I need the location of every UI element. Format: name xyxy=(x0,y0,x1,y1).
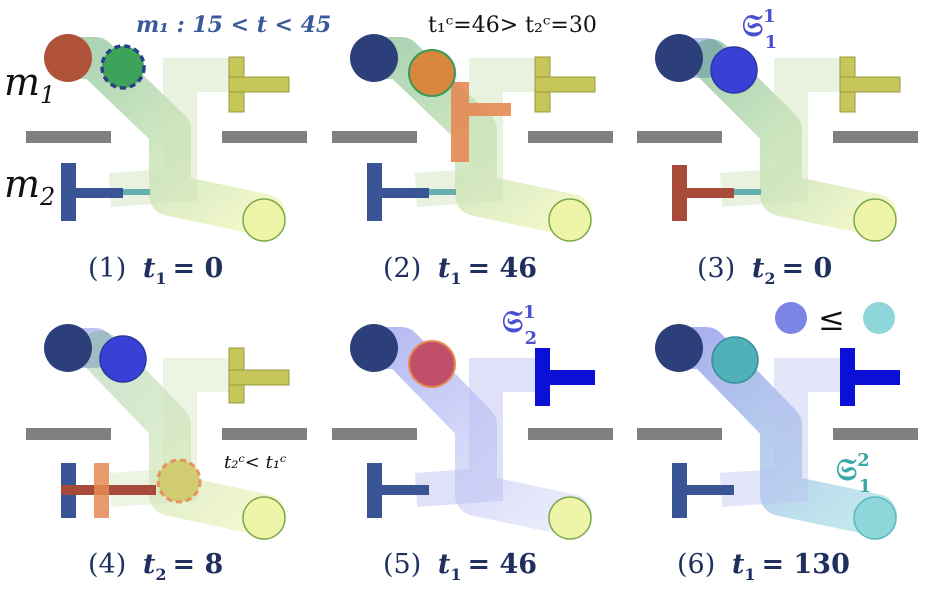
panel-3 xyxy=(637,34,918,242)
robot-m1-start xyxy=(655,34,703,82)
robot-m1-current xyxy=(99,335,147,383)
caption-panel-3: (3) t2= 0 xyxy=(697,253,832,288)
wall-left xyxy=(637,131,722,143)
panel-1 xyxy=(26,34,307,242)
t-goal-top xyxy=(228,56,290,113)
svg-text:(6) t1= 130: (6) t1= 130 xyxy=(677,549,850,584)
t-conflict-orange xyxy=(451,82,511,162)
window-annotation: m₁ : 15 < t < 45 xyxy=(136,12,331,38)
goal-circle-teal xyxy=(853,496,897,540)
wall-right xyxy=(222,131,307,143)
wall-left xyxy=(332,428,417,440)
panel-6 xyxy=(637,302,918,540)
t-goal-top-blue xyxy=(840,348,900,406)
t-goal-top-blue xyxy=(535,348,595,406)
goal-circle xyxy=(548,496,592,540)
order-right-circle xyxy=(863,302,895,334)
robot-m1-current xyxy=(408,340,456,388)
label-m1: m1 xyxy=(4,60,55,109)
svg-text:(2) t1= 46: (2) t1= 46 xyxy=(383,253,537,288)
compare-annotation: t₁ᶜ=46> t₂ᶜ=30 xyxy=(428,13,597,38)
compare-p4-annotation: t₂ᶜ< t₁ᶜ xyxy=(224,452,286,473)
t-goal-bottom-rust xyxy=(672,165,734,221)
robot-m1-start xyxy=(350,324,398,372)
t-goal-bottom xyxy=(61,463,156,518)
wall-right xyxy=(833,428,918,440)
caption-panel-4: (4) t2= 8 xyxy=(88,549,223,584)
wall-left xyxy=(637,428,722,440)
svg-text:(5) t1= 46: (5) t1= 46 xyxy=(383,549,537,584)
svg-text:(3) t2= 0: (3) t2= 0 xyxy=(697,253,832,288)
robot-m1-start xyxy=(44,34,92,82)
t-goal-top xyxy=(839,56,901,113)
goal-circle xyxy=(242,496,286,540)
wall-left xyxy=(26,428,111,440)
conflict-circle xyxy=(156,458,202,504)
wall-left xyxy=(26,131,111,143)
robot-m1-current xyxy=(408,49,456,97)
caption-panel-2: (2) t1= 46 xyxy=(383,253,537,288)
panel-4 xyxy=(26,324,307,540)
goal-circle xyxy=(242,198,286,242)
order-left-circle xyxy=(775,302,807,334)
t-goal-bottom xyxy=(367,463,429,518)
t-goal-top xyxy=(534,56,596,113)
wall-right xyxy=(833,131,918,143)
order-symbol: ≤ xyxy=(818,300,845,338)
caption-panel-1: (1) t1= 0 xyxy=(88,253,223,288)
t-goal-bottom xyxy=(61,163,123,221)
wall-left xyxy=(332,131,417,143)
robot-m1-target xyxy=(100,44,146,90)
wall-right xyxy=(528,131,613,143)
robot-m1-current xyxy=(711,336,759,384)
robot-m1-current xyxy=(710,46,758,94)
label-m2: m2 xyxy=(4,162,55,211)
wall-right xyxy=(528,428,613,440)
panel-2 xyxy=(332,34,613,242)
caption-panel-6: (6) t1= 130 xyxy=(677,549,850,584)
wall-right xyxy=(222,428,307,440)
svg-text:(4) t2= 8: (4) t2= 8 xyxy=(88,549,223,584)
t-goal-bottom xyxy=(672,463,734,518)
goal-circle xyxy=(853,198,897,242)
t-goal-top xyxy=(228,347,290,404)
t-goal-bottom xyxy=(367,163,429,221)
svg-text:(1) t1= 0: (1) t1= 0 xyxy=(88,253,223,288)
caption-panel-5: (5) t1= 46 xyxy=(383,549,537,584)
robot-m1-start xyxy=(44,324,92,372)
goal-circle xyxy=(548,198,592,242)
robot-m1-start xyxy=(350,34,398,82)
panel-5 xyxy=(332,324,613,540)
robot-m1-start xyxy=(655,324,703,372)
